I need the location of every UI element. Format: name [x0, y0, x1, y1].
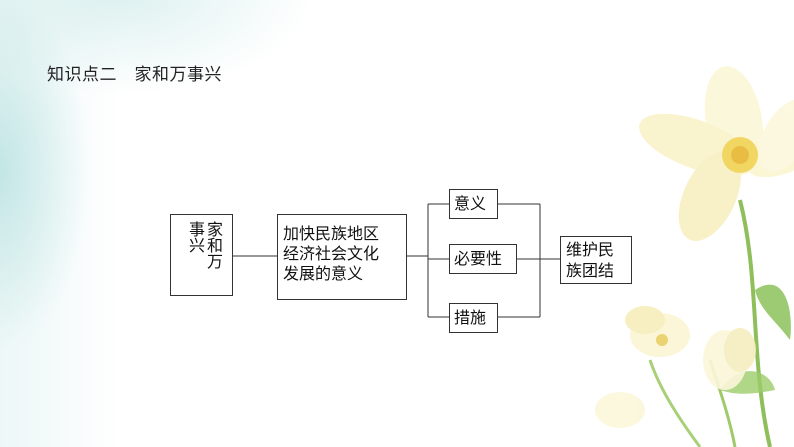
page-title: 知识点二 家和万事兴: [47, 65, 222, 85]
result-line-2: 族团结: [566, 261, 615, 280]
central-line-3: 发展的意义: [283, 264, 364, 283]
result-line-1: 维护民: [566, 240, 615, 259]
branch-node-necessity: 必要性: [449, 244, 517, 274]
result-node-box: 维护民 族团结: [560, 236, 632, 284]
topic-column-left: 事兴: [186, 221, 205, 253]
topic-box: 家和万 事兴: [170, 214, 233, 296]
branch-node-significance: 意义: [449, 189, 498, 219]
central-line-1: 加快民族地区: [283, 224, 380, 243]
central-line-2: 经济社会文化: [283, 244, 380, 263]
flower-decoration: [595, 66, 794, 447]
central-node-box: 加快民族地区 经济社会文化 发展的意义: [277, 214, 407, 300]
branch-node-measures: 措施: [449, 303, 498, 333]
topic-column-right: 家和万: [204, 221, 223, 269]
